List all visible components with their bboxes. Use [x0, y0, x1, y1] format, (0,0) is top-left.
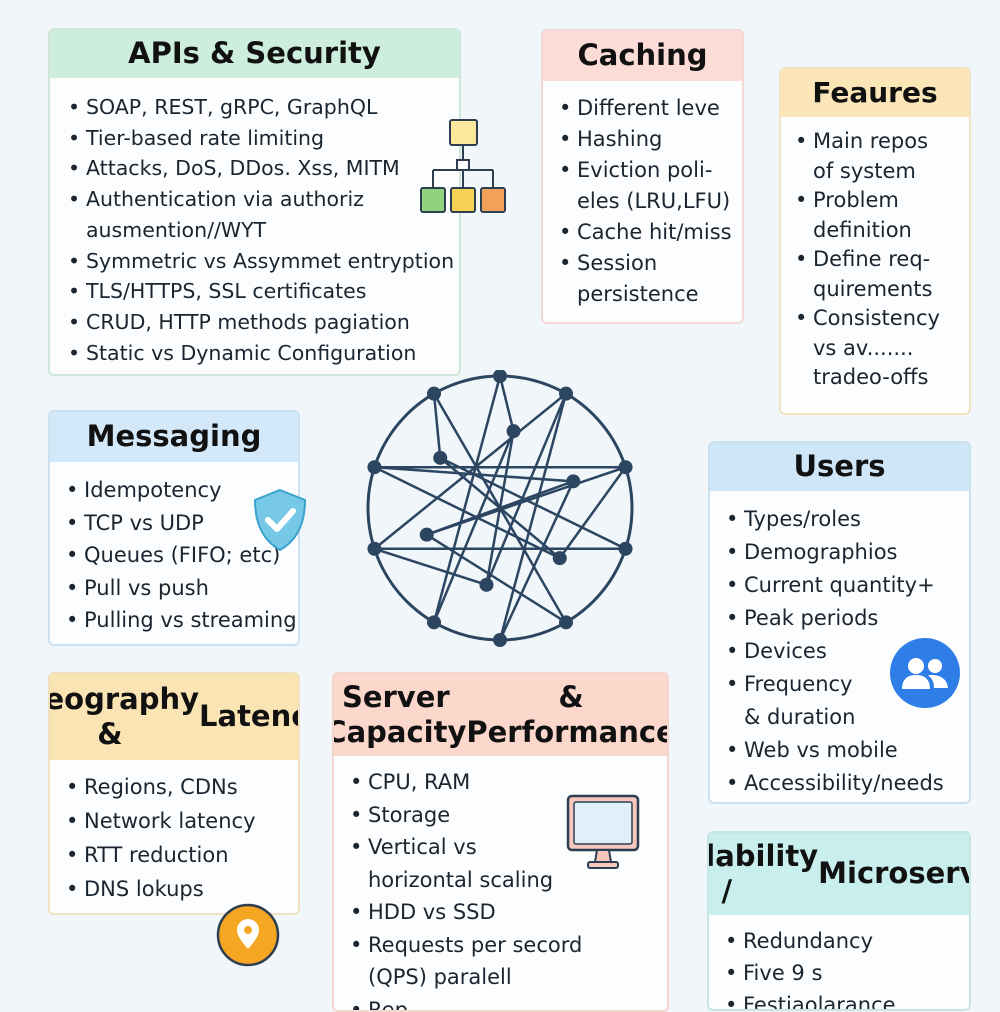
card-title: Server Capacity& Performance	[334, 674, 667, 756]
apis-security-card: APIs & Security SOAP, REST, gRPC, GraphQ…	[48, 28, 461, 376]
list-item: Redundancy	[723, 925, 969, 957]
list-item: persistence	[557, 279, 742, 310]
list-item: Eviction poli-	[557, 155, 742, 186]
card-title: Caching	[543, 31, 742, 81]
network-link	[500, 376, 514, 431]
network-node	[566, 474, 580, 488]
list-item: RTT reduction	[64, 838, 298, 872]
list-item: Authentication via authoriz	[66, 184, 459, 215]
list-item: Regions, CDNs	[64, 770, 298, 804]
network-node	[367, 542, 381, 556]
list-item: eles (LRU,LFU)	[557, 186, 742, 217]
monitor-icon	[566, 793, 640, 873]
list-item: Current quantity+	[724, 569, 969, 602]
network-node	[427, 615, 441, 629]
network-node	[559, 387, 573, 401]
network-node	[507, 424, 521, 438]
list-item: Attacks, DoS, DDos. Xss, MITM	[66, 153, 459, 184]
network-node	[619, 542, 633, 556]
list-item: Requests per secord	[348, 929, 667, 962]
list-item: definition	[793, 216, 969, 246]
list-item: Define req-	[793, 245, 969, 275]
card-title: Availability /Microservices	[709, 833, 969, 915]
list-item: of system	[793, 157, 969, 187]
list-item: Pulling vs streaming	[64, 604, 298, 637]
network-node	[493, 633, 507, 647]
card-list: SOAP, REST, gRPC, GraphQLTier-based rate…	[50, 78, 459, 368]
location-pin-icon	[216, 903, 280, 967]
network-node	[433, 451, 447, 465]
card-title: Users	[710, 443, 969, 491]
card-title: Messaging	[50, 412, 298, 462]
caching-card: Caching Different leveHashingEviction po…	[541, 29, 744, 324]
list-item: ausmention//WYT	[66, 215, 459, 246]
list-item: Different leve	[557, 93, 742, 124]
list-item: CRUD, HTTP methods pagiation	[66, 307, 459, 338]
users-icon	[889, 637, 961, 709]
shield-check-icon	[250, 487, 310, 553]
card-title: Feaures	[781, 69, 969, 117]
list-item: Static vs Dynamic Configuration	[66, 338, 459, 369]
list-item: Hashing	[557, 124, 742, 155]
list-item: Accessibility/needs	[724, 767, 969, 800]
network-node	[553, 551, 567, 565]
list-item: Pull vs push	[64, 572, 298, 605]
card-list: RedundancyFive 9 sFestiaolarance	[709, 915, 969, 1011]
list-item: tradeo-offs	[793, 363, 969, 393]
card-list: Regions, CDNsNetwork latencyRTT reductio…	[50, 760, 298, 906]
list-item: Session	[557, 248, 742, 279]
list-item: HDD vs SSD	[348, 896, 667, 929]
card-list: Different leveHashingEviction poli-eles …	[543, 81, 742, 310]
list-item: Consistency	[793, 304, 969, 334]
list-item: Main repos	[793, 127, 969, 157]
list-item: Cache hit/miss	[557, 217, 742, 248]
list-item: (QPS) paralell	[348, 961, 667, 994]
network-node	[420, 528, 434, 542]
network-node	[559, 615, 573, 629]
list-item: Five 9 s	[723, 957, 969, 989]
list-item: Web vs mobile	[724, 734, 969, 767]
card-title: APIs & Security	[50, 30, 459, 78]
list-item: vs av.......	[793, 334, 969, 364]
list-item: DNS lokups	[64, 872, 298, 906]
card-title: Geography &Latency	[50, 674, 298, 760]
network-node	[427, 387, 441, 401]
list-item: Peak periods	[724, 602, 969, 635]
network-link	[374, 549, 486, 585]
list-item: TLS/HTTPS, SSL certificates	[66, 276, 459, 307]
list-item: Demographios	[724, 536, 969, 569]
hierarchy-icon	[413, 118, 513, 218]
network-node	[493, 370, 507, 383]
availability-microservices-card: Availability /Microservices RedundancyFi…	[707, 831, 971, 1011]
list-item: Problem	[793, 186, 969, 216]
list-item: Festiaolarance	[723, 989, 969, 1011]
list-item: Rep...	[348, 994, 667, 1012]
list-item: Symmetric vs Assymmet entryption	[66, 246, 459, 277]
list-item: Network latency	[64, 804, 298, 838]
list-item: Types/roles	[724, 503, 969, 536]
list-item: Tier-based rate limiting	[66, 123, 459, 154]
users-card: Users Types/rolesDemographiosCurrent qua…	[708, 441, 971, 804]
list-item: SOAP, REST, gRPC, GraphQL	[66, 92, 459, 123]
network-node	[367, 460, 381, 474]
network-node	[619, 460, 633, 474]
network-globe-icon	[355, 370, 645, 650]
network-node	[479, 578, 493, 592]
geography-latency-card: Geography &Latency Regions, CDNsNetwork …	[48, 672, 300, 915]
list-item: quirements	[793, 275, 969, 305]
